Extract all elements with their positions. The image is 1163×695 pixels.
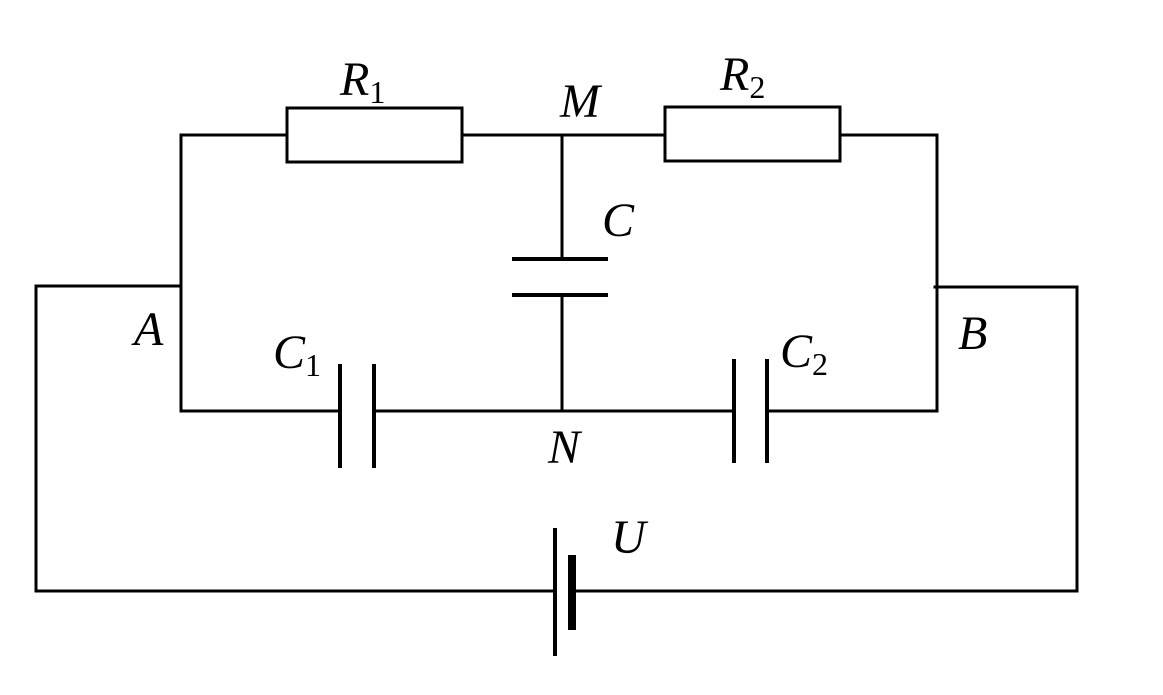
label-b: B <box>958 307 987 360</box>
label-c2: C2 <box>780 325 828 382</box>
label-c: C <box>602 194 635 247</box>
label-r2: R2 <box>719 48 765 105</box>
label-a: A <box>131 303 164 356</box>
label-u: U <box>611 511 649 564</box>
resistor-r1 <box>285 106 464 164</box>
label-m: M <box>559 75 603 128</box>
label-n: N <box>547 421 583 474</box>
label-r1: R1 <box>339 53 385 110</box>
label-c1: C1 <box>273 326 321 383</box>
resistor-r2 <box>663 105 842 163</box>
